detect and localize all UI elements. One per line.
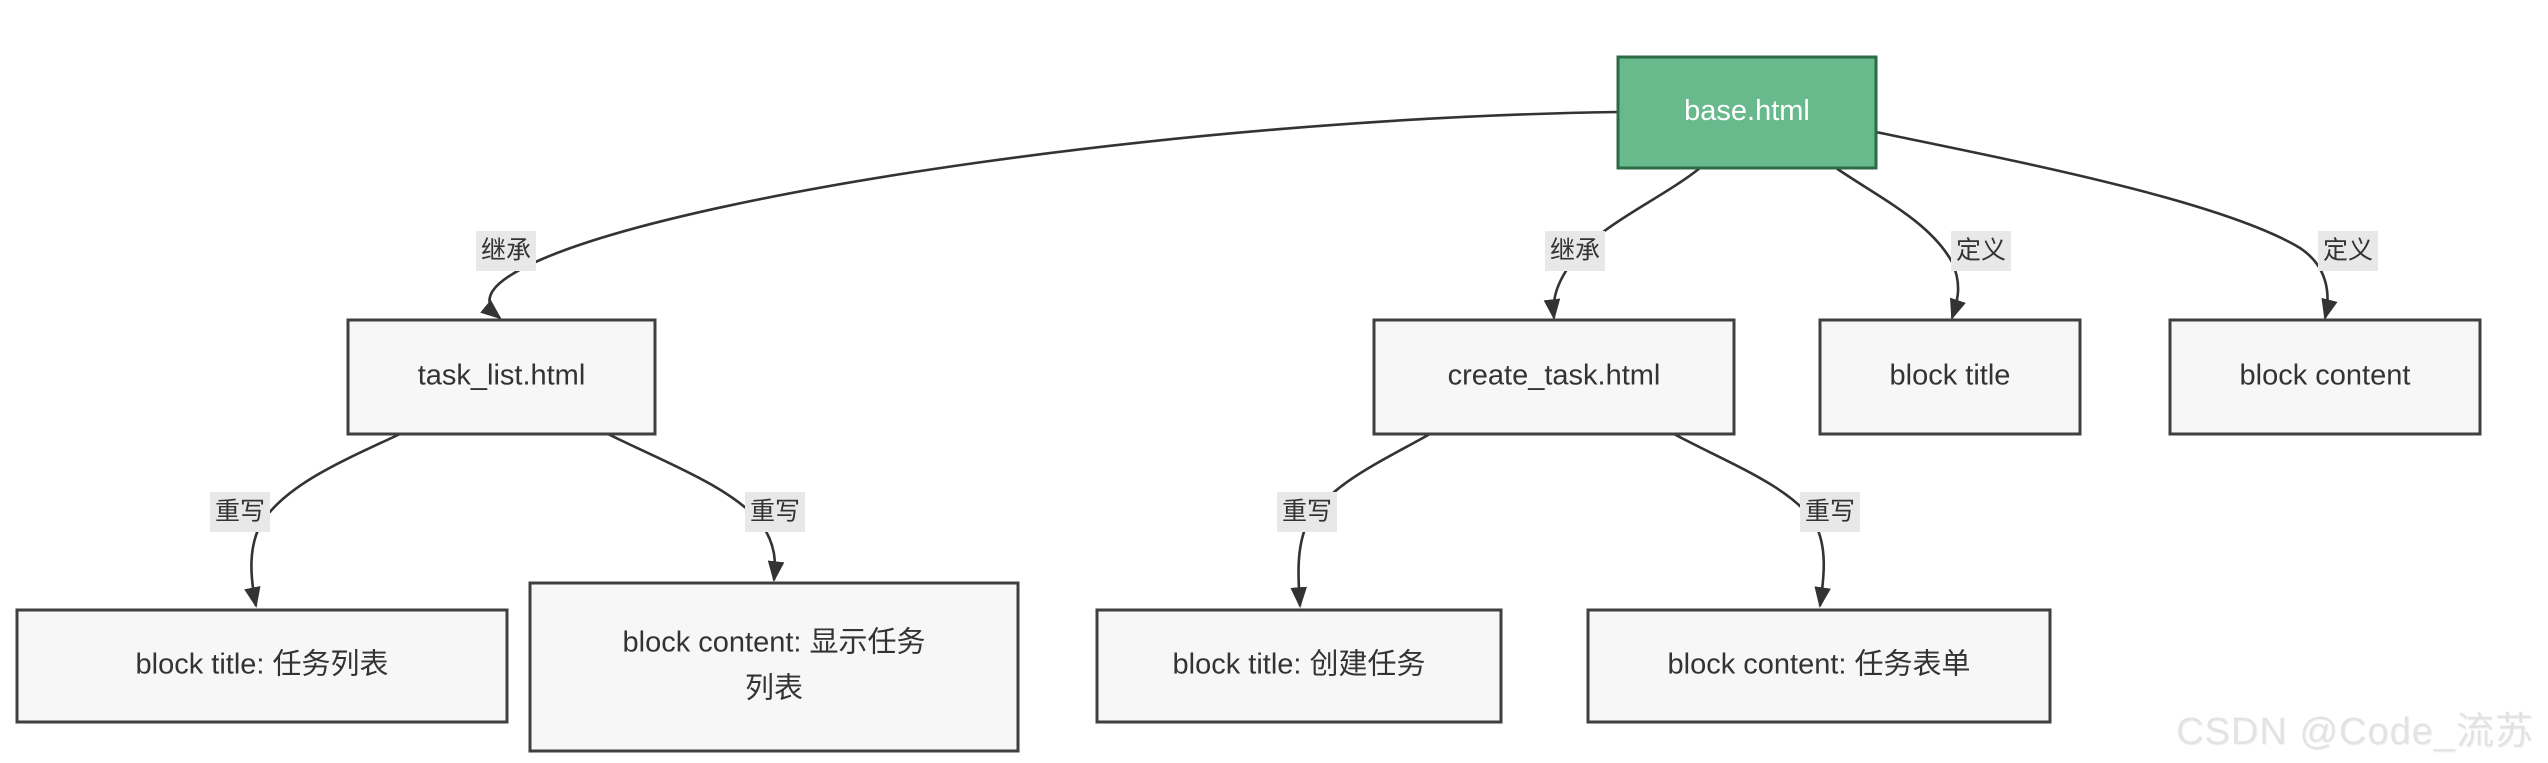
node-label-base: base.html — [1684, 95, 1810, 127]
edge-base-to-block_title_def — [1835, 166, 1966, 320]
edge-label-chip — [1277, 492, 1337, 532]
edge-label-chip — [2318, 231, 2378, 271]
edge-label-create_task-to-ct_content: 重写 — [1800, 492, 1860, 532]
node-label-task_list: task_list.html — [418, 360, 586, 392]
edge-label-text: 继承 — [481, 237, 531, 265]
node-box-task_list[interactable] — [346, 318, 657, 436]
edge-label-chip — [1545, 231, 1605, 271]
node-label-block_title_def: block title — [1890, 360, 2011, 392]
edge-label-base-to-block_content_def: 定义 — [2318, 231, 2378, 271]
edge-label-base-to-task_list: 继承 — [476, 231, 536, 271]
node-task_list[interactable]: task_list.html — [346, 318, 657, 436]
edge-base-to-block_content_def — [1875, 130, 2338, 321]
edge-label-create_task-to-ct_title: 重写 — [1277, 492, 1337, 532]
node-label-block_content_def: block content — [2240, 360, 2411, 392]
node-box-block_title_def[interactable] — [1818, 318, 2082, 436]
edge-base-to-task_list — [480, 110, 1619, 320]
edge-label-text: 重写 — [1805, 498, 1855, 526]
node-tl_title[interactable]: block title: 任务列表 — [15, 608, 509, 724]
node-block_title_def[interactable]: block title — [1818, 318, 2082, 436]
node-label-ct_content: block content: 任务表单 — [1668, 648, 1971, 681]
node-box-tl_content[interactable] — [528, 581, 1020, 753]
edge-label-chip — [476, 231, 536, 271]
edge-task_list-to-tl_title — [244, 432, 401, 609]
watermark-text: CSDN @Code_流苏 — [2176, 711, 2534, 753]
node-box-block_content_def[interactable] — [2168, 318, 2482, 436]
edge-label-task_list-to-tl_title: 重写 — [210, 492, 270, 532]
node-box-base[interactable] — [1616, 55, 1878, 170]
node-label-create_task: create_task.html — [1448, 360, 1661, 392]
edge-label-text: 继承 — [1550, 237, 1600, 265]
node-box-ct_content[interactable] — [1586, 608, 2052, 724]
node-box-tl_title[interactable] — [15, 608, 509, 724]
edge-label-task_list-to-tl_content: 重写 — [745, 492, 805, 532]
edge-label-chip — [1800, 492, 1860, 532]
node-base[interactable]: base.html — [1616, 55, 1878, 170]
node-create_task[interactable]: create_task.html — [1372, 318, 1736, 436]
edge-label-chip — [210, 492, 270, 532]
node-label-tl_title: block title: 任务列表 — [136, 648, 389, 681]
node-box-ct_title[interactable] — [1095, 608, 1503, 724]
node-box-create_task[interactable] — [1372, 318, 1736, 436]
edge-label-text: 重写 — [750, 498, 800, 526]
node-block_content_def[interactable]: block content — [2168, 318, 2482, 436]
edge-label-text: 定义 — [1956, 237, 2006, 265]
node-ct_title[interactable]: block title: 创建任务 — [1095, 608, 1503, 724]
edge-label-base-to-create_task: 继承 — [1545, 231, 1605, 271]
node-label-tl_content: block content: 显示任务 — [623, 626, 926, 659]
edge-label-text: 重写 — [215, 498, 265, 526]
node-label-tl_content: 列表 — [745, 672, 803, 705]
edge-task_list-to-tl_content — [607, 432, 785, 583]
node-label-ct_title: block title: 创建任务 — [1173, 648, 1426, 681]
edge-label-text: 定义 — [2323, 237, 2373, 265]
edge-label-base-to-block_title_def: 定义 — [1951, 231, 2011, 271]
edge-label-chip — [1951, 231, 2011, 271]
edge-label-chip — [745, 492, 805, 532]
edge-label-text: 重写 — [1282, 498, 1332, 526]
node-ct_content[interactable]: block content: 任务表单 — [1586, 608, 2052, 724]
